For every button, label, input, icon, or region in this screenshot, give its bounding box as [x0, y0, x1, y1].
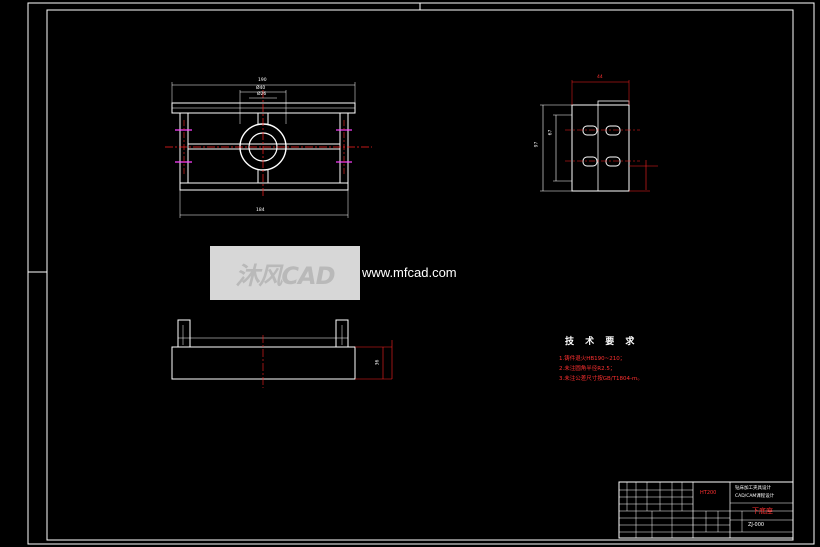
watermark-logo-box: 沐风CAD	[210, 246, 360, 300]
dim-front-top-width: 190	[258, 78, 267, 83]
front-view	[165, 82, 372, 218]
front-rail	[187, 143, 341, 150]
side-flange	[597, 100, 630, 192]
title-block-material: HT200	[700, 490, 717, 496]
title-block-part-name: 下底座	[752, 507, 773, 515]
watermark-logo: 沐风CAD	[235, 261, 335, 290]
dim-front-bottom-width: 184	[256, 208, 265, 213]
tech-req-item-3: 3.未注公差尺寸按GB/T1804-m。	[559, 376, 643, 382]
bottom-body	[171, 346, 356, 380]
side-slot-upper-right	[605, 125, 621, 136]
side-body	[571, 104, 630, 192]
bottom-left-post	[177, 319, 191, 348]
title-block-project-line1: 钻床加工夹具设计	[735, 486, 771, 491]
dim-hole-inner: Ø26	[257, 92, 267, 97]
title-block-drawing-no: ZJ-000	[748, 522, 765, 528]
title-block	[618, 481, 794, 539]
side-slot-lower-left	[582, 156, 598, 167]
side-view	[540, 80, 658, 192]
bottom-view	[171, 319, 393, 388]
outer-frame	[27, 2, 815, 545]
bottom-right-post	[335, 319, 349, 348]
tech-req-item-2: 2.未注圆角半径R2.5；	[559, 366, 616, 372]
dim-side-top-width: 44	[597, 75, 603, 80]
tech-req-item-1: 1.铸件退火HB190~210；	[559, 356, 626, 362]
side-slot-lower-right	[605, 156, 621, 167]
side-slot-upper-left	[582, 125, 598, 136]
tech-req-title: 技 术 要 求	[565, 337, 639, 347]
dim-side-height-total: 97	[534, 141, 540, 148]
dim-hole-outer: Ø40	[256, 86, 266, 91]
dim-bottom-height: 36	[375, 359, 381, 366]
title-block-project-line2: CAD/CAM课程设计	[735, 494, 775, 499]
watermark-url: www.mfcad.com	[362, 265, 457, 280]
dim-side-height-inner: 67	[548, 129, 554, 136]
